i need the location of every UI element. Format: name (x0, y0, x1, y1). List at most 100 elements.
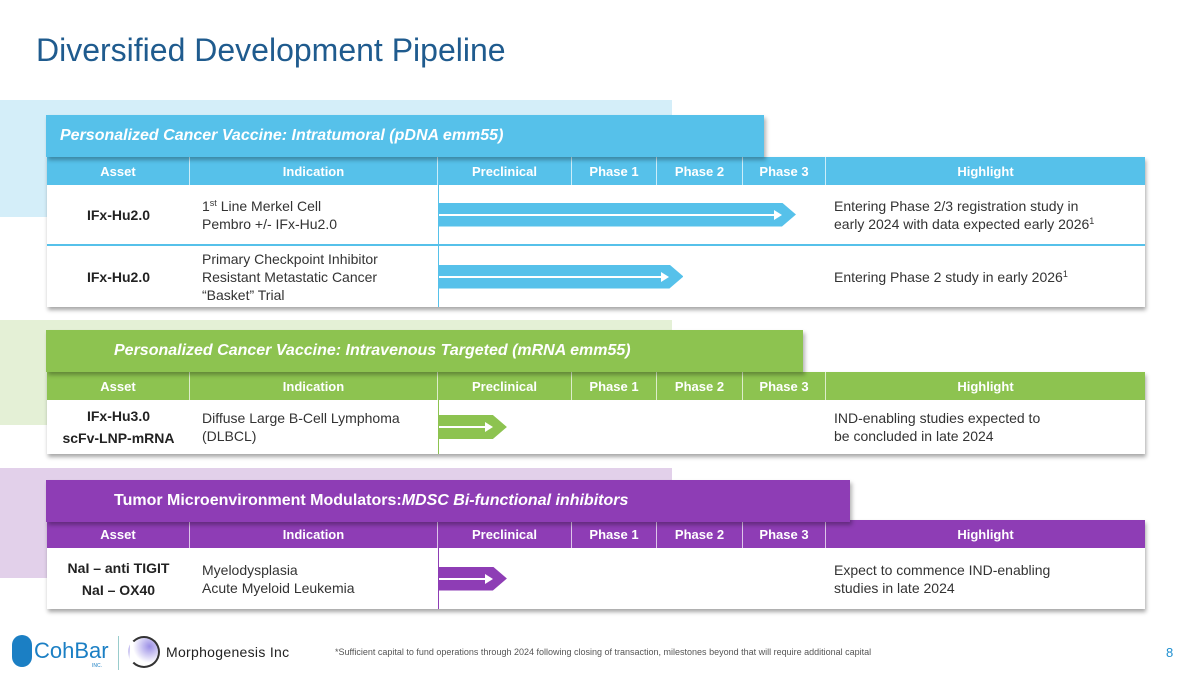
cohbar-logo-mark-icon (12, 635, 32, 667)
arrow-line (439, 276, 667, 278)
morphogenesis-logo-mark-icon (128, 636, 160, 668)
text-segment: Line Merkel Cell (216, 197, 322, 214)
column-header: Indication (190, 372, 438, 400)
text-line: early 2024 with data expected early 2026… (834, 215, 1145, 233)
text-segment: Myelodysplasia (202, 561, 298, 578)
logo-divider (118, 636, 119, 670)
text-line: studies in late 2024 (834, 579, 1145, 597)
progress-cell (438, 185, 826, 244)
section-title-bar: Personalized Cancer Vaccine: Intratumora… (46, 115, 764, 157)
section-title-italic: Personalized Cancer Vaccine: Intratumora… (60, 127, 504, 144)
text-segment: “Basket” Trial (202, 286, 285, 303)
column-header: Phase 1 (572, 157, 657, 185)
text-segment: Acute Myeloid Leukemia (202, 579, 355, 596)
page-number: 8 (1166, 645, 1174, 660)
column-header: Asset (47, 520, 190, 548)
page-title: Diversified Development Pipeline (36, 32, 506, 68)
column-header: Indication (190, 520, 438, 548)
asset-cell: IFx-Hu2.0 (47, 185, 190, 244)
superscript: 1 (1089, 215, 1095, 226)
section-title-bar: Tumor Microenvironment Modulators: MDSC … (46, 480, 850, 522)
indication-cell: Diffuse Large B-Cell Lymphoma (DLBCL) (190, 400, 438, 454)
text-line: Acute Myeloid Leukemia (202, 579, 438, 597)
section-title-italic: MDSC Bi-functional inhibitors (401, 492, 629, 509)
column-header: Phase 2 (657, 157, 743, 185)
text-segment: Entering Phase 2 study in early 2026 (834, 268, 1063, 285)
column-header: Asset (47, 157, 190, 185)
section-title-italic: Personalized Cancer Vaccine: Intravenous… (114, 342, 631, 359)
arrow-head-icon (485, 422, 493, 432)
column-header: Indication (190, 157, 438, 185)
cohbar-logo-inc: INC. (92, 663, 102, 669)
footnote: *Sufficient capital to fund operations t… (335, 647, 872, 657)
arrow-line (439, 426, 491, 428)
column-header: Phase 3 (743, 520, 826, 548)
text-line: Entering Phase 2/3 registration study in (834, 197, 1145, 215)
cohbar-logo-text: CohBar (34, 638, 109, 663)
progress-arrow (439, 203, 796, 227)
morphogenesis-logo: Morphogenesis Inc (128, 636, 289, 668)
superscript: 1 (1062, 268, 1068, 279)
text-segment: 1 (202, 197, 210, 214)
section-title-plain: Tumor Microenvironment Modulators: (114, 492, 402, 509)
column-header: Asset (47, 372, 190, 400)
column-header: Highlight (957, 526, 1014, 542)
text-segment: early 2024 with data expected early 2026 (834, 215, 1090, 232)
asset-cell: IFx-Hu2.0 (47, 246, 190, 307)
text-segment: (DLBCL) (202, 428, 257, 444)
text-segment: Expect to commence IND-enabling (834, 561, 1051, 578)
arrow-head-icon (661, 272, 669, 282)
column-header: Highlight (957, 163, 1014, 179)
text-line: IND-enabling studies expected to (834, 409, 1145, 427)
asset-name: IFx-Hu2.0 (86, 268, 150, 285)
text-segment: Pembro +/- IFx-Hu2.0 (202, 215, 337, 232)
progress-arrow (439, 265, 683, 289)
arrow-head-icon (485, 574, 493, 584)
text-segment: Resistant Metastatic Cancer (202, 268, 378, 285)
column-header: Phase 3 (743, 372, 826, 400)
arrow-line (439, 214, 780, 216)
highlight-cell: Entering Phase 2 study in early 20261 (826, 246, 1145, 307)
text-line: Pembro +/- IFx-Hu2.0 (202, 215, 438, 233)
superscript: st (209, 197, 217, 208)
text-line: 1st Line Merkel Cell (202, 197, 438, 215)
text-line: Myelodysplasia (202, 561, 438, 579)
progress-cell (438, 400, 826, 454)
column-header: Phase 2 (657, 520, 743, 548)
cohbar-logo: CohBar INC. (12, 635, 109, 669)
column-header: Phase 3 (743, 157, 826, 185)
asset-name: IFx-Hu2.0 (86, 206, 150, 223)
asset-name: IFx-Hu3.0 (86, 408, 150, 424)
text-segment: Diffuse Large B-Cell Lymphoma (202, 410, 400, 426)
section-title-bar: Personalized Cancer Vaccine: Intravenous… (46, 330, 803, 372)
column-header: Phase 1 (572, 520, 657, 548)
text-segment: Primary Checkpoint Inhibitor (202, 250, 378, 267)
progress-cell (438, 548, 826, 609)
column-header: Phase 1 (572, 372, 657, 400)
column-header: Highlight (957, 378, 1014, 394)
column-header: Preclinical (438, 372, 572, 400)
progress-cell (438, 246, 826, 307)
text-segment: studies in late 2024 (834, 579, 955, 596)
asset-name: NaI – OX40 (81, 581, 156, 598)
text-segment: Entering Phase 2/3 registration study in (834, 197, 1079, 214)
arrow-line (439, 578, 491, 580)
text-line: Resistant Metastatic Cancer (202, 268, 438, 286)
text-line: “Basket” Trial (202, 286, 438, 304)
morphogenesis-logo-text: Morphogenesis Inc (166, 644, 290, 660)
text-segment: IND-enabling studies expected to (834, 410, 1041, 426)
